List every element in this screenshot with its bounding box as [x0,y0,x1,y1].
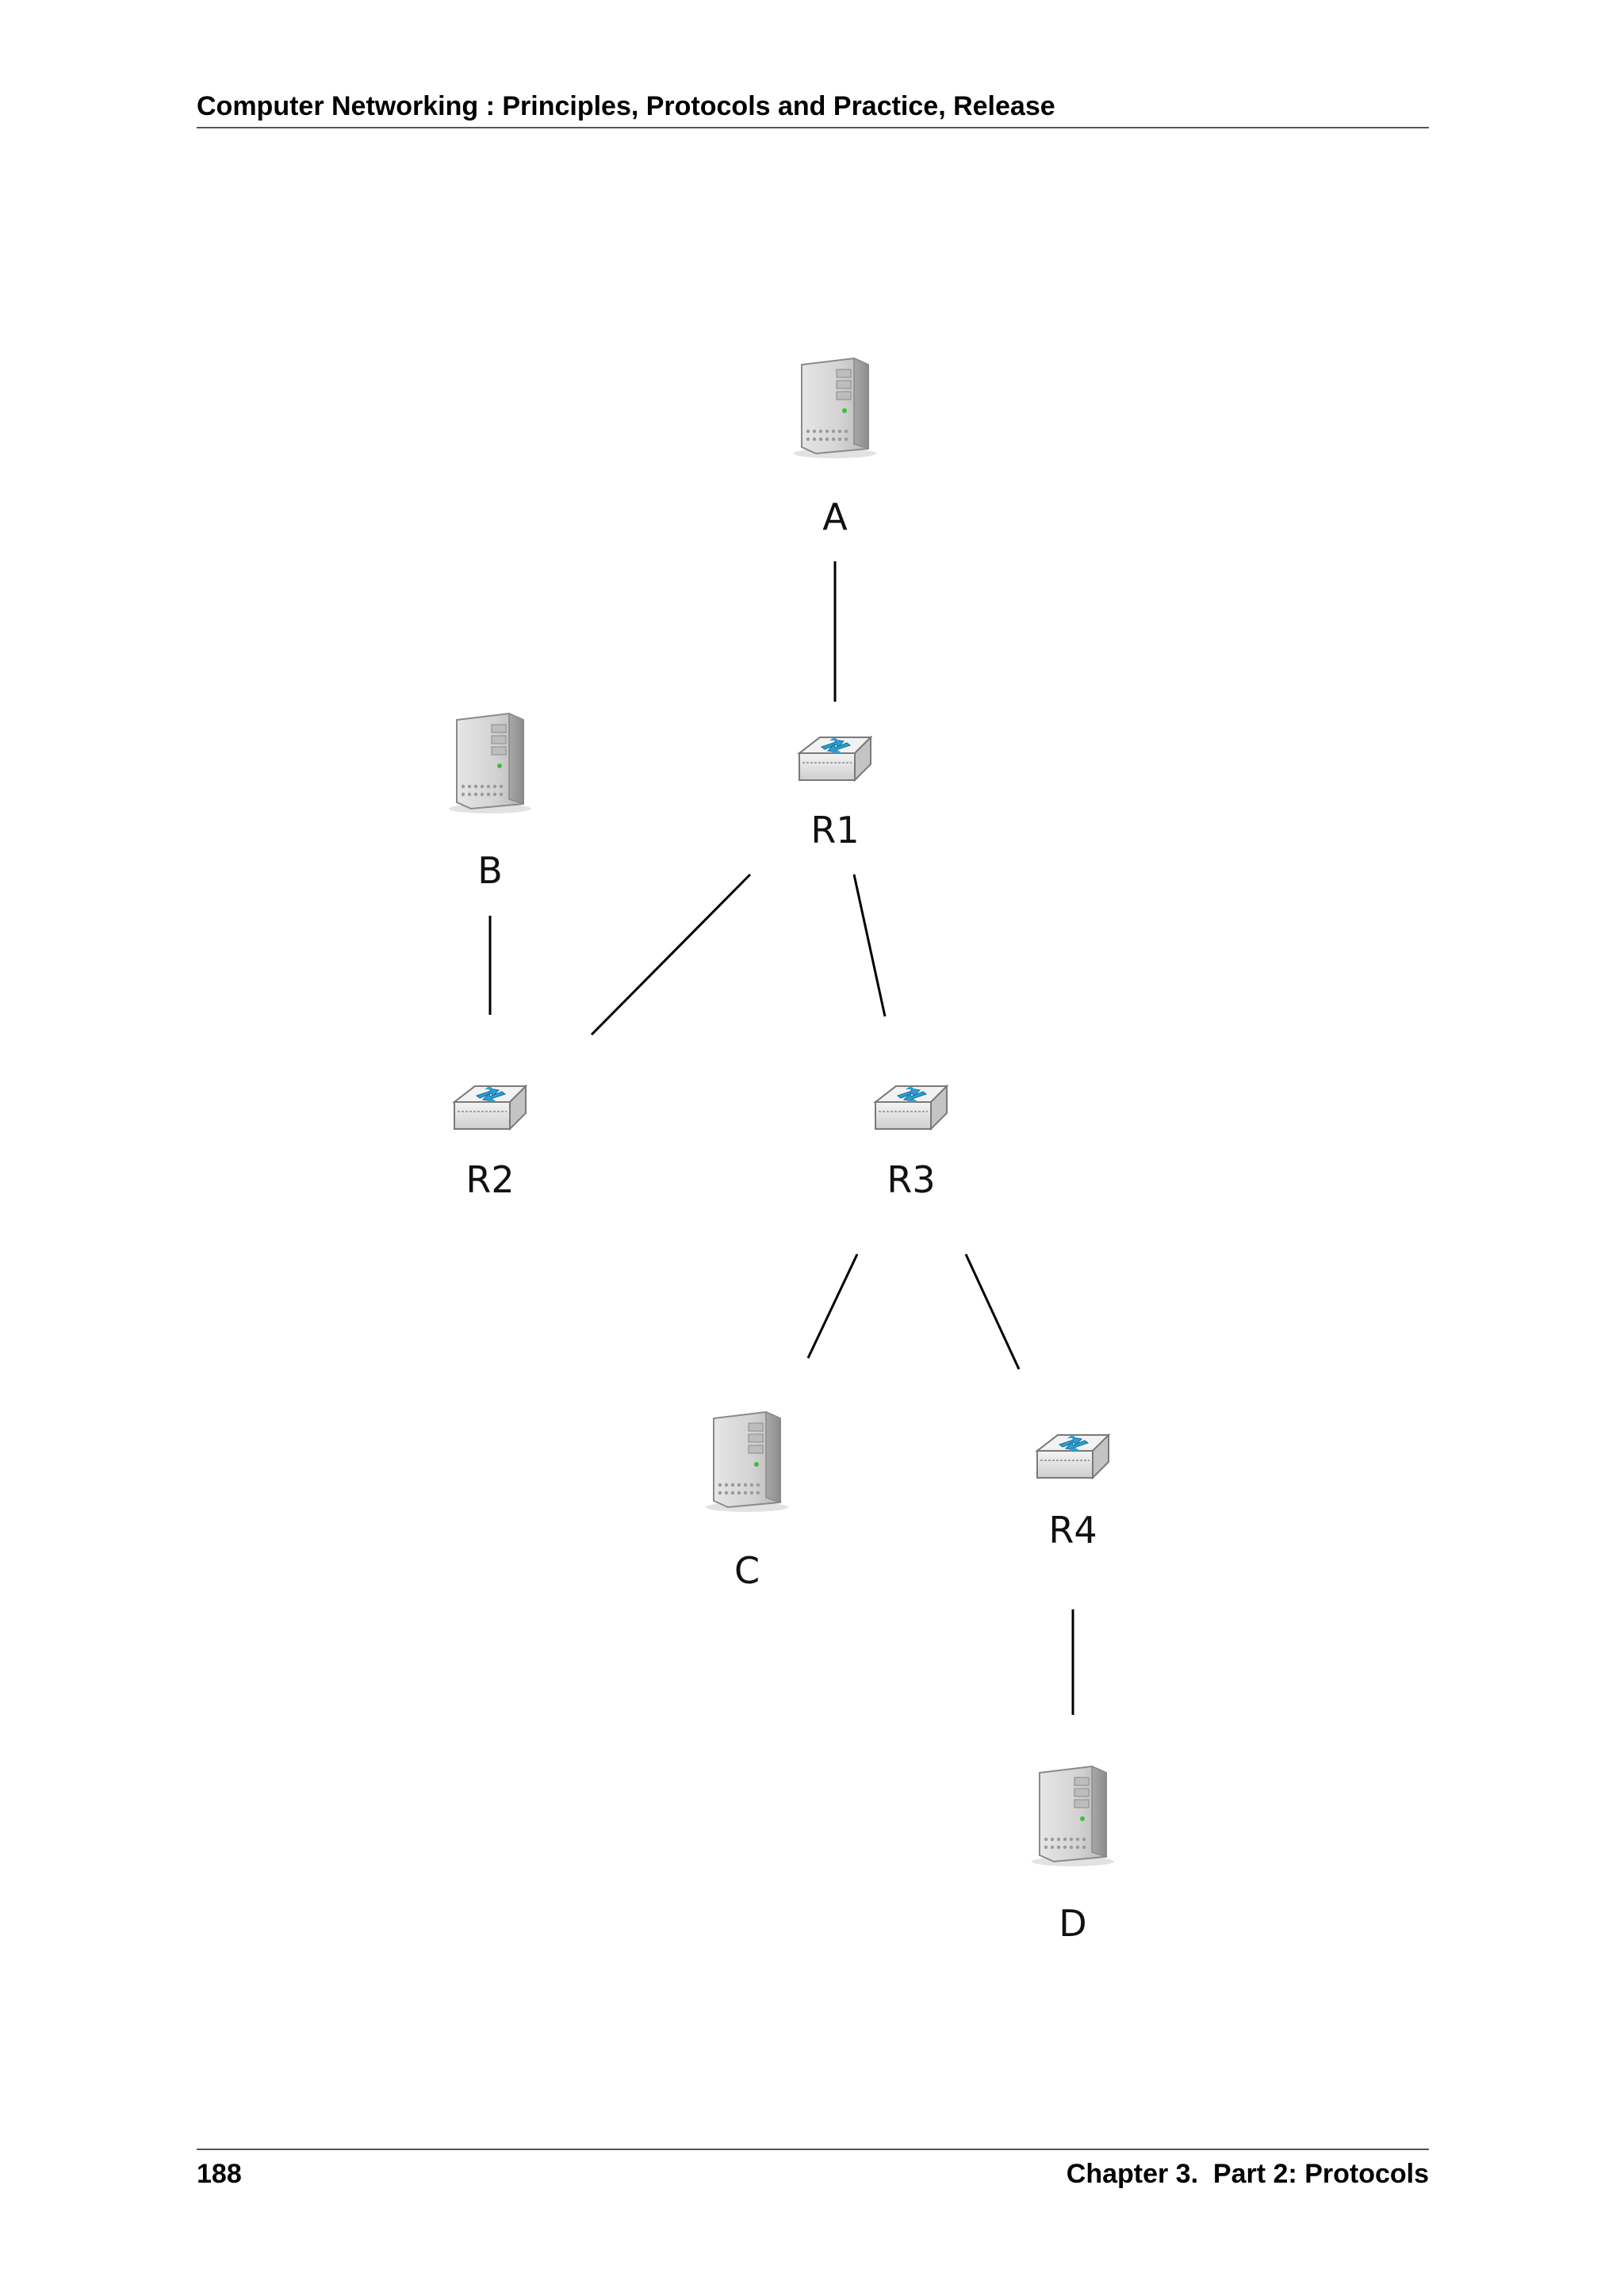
node-d: D [1031,1766,1115,1945]
node-label: D [1059,1902,1086,1945]
link-r3-r4 [964,1253,1021,1370]
server-tower-icon [448,713,532,814]
node-a: A [793,358,877,538]
node-b: B [448,713,532,892]
node-label: R2 [465,1158,514,1201]
header-rule [197,127,1429,128]
node-c: C [705,1411,789,1592]
chapter-title: Chapter 3. Part 2: Protocols [1066,2159,1429,2189]
node-label: R1 [810,809,859,851]
router-icon [454,1085,527,1130]
footer-rule [197,2149,1429,2150]
node-label: R3 [887,1158,935,1201]
running-header: Computer Networking : Principles, Protoc… [197,91,1055,121]
link-r3-c [806,1253,859,1359]
router-icon [875,1085,948,1130]
server-tower-icon [705,1411,789,1513]
node-label: B [477,849,503,892]
page-number: 188 [197,2159,242,2189]
router-icon [799,737,871,781]
server-tower-icon [1031,1766,1115,1867]
node-label: A [822,496,848,538]
node-r4: R4 [1036,1434,1109,1552]
node-r2: R2 [454,1085,527,1201]
node-r1: R1 [799,737,871,851]
node-label: R4 [1048,1509,1097,1552]
node-label: C [734,1549,760,1592]
server-tower-icon [793,358,877,459]
link-r1-r3 [852,874,887,1017]
router-icon [1036,1434,1109,1479]
node-r3: R3 [875,1085,948,1201]
link-r1-r2 [590,873,752,1036]
